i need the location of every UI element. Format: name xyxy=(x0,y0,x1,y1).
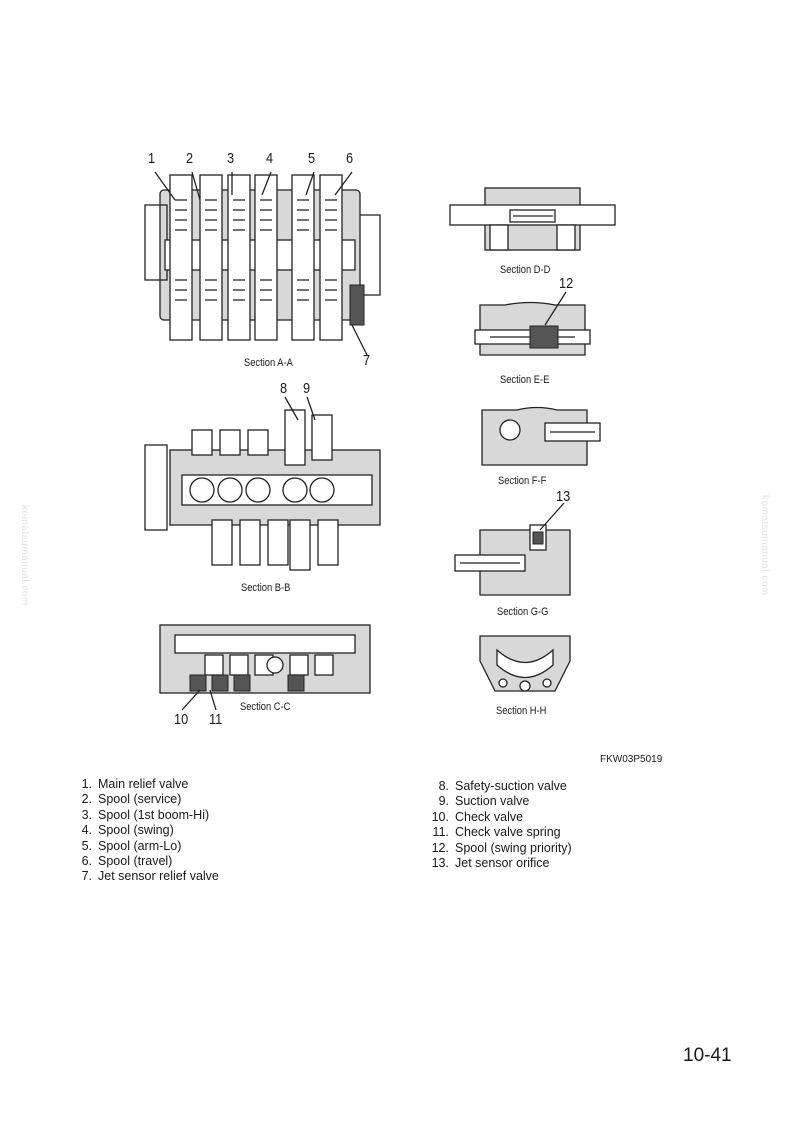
legend-item-4: 4.Spool (swing) xyxy=(81,823,174,838)
section-ee-drawing xyxy=(474,301,591,356)
callout-3: 3 xyxy=(227,150,235,167)
legend-item-5: 5.Spool (arm-Lo) xyxy=(81,838,182,853)
callout-4: 4 xyxy=(266,150,274,167)
legend-item-1: 1.Main relief valve xyxy=(81,777,189,791)
section-label-ff: Section F-F xyxy=(498,475,547,487)
legend-item-8: 8.Safety-suction valve xyxy=(438,779,567,793)
section-cc-drawing xyxy=(159,624,371,694)
legend-item-3: 3.Spool (1st boom-Hi) xyxy=(81,807,210,822)
legend-item-12: 12.Spool (swing priority) xyxy=(431,840,572,855)
leader-lines xyxy=(154,171,567,711)
legend-item-10: 10.Check valve xyxy=(431,809,524,824)
legend-item-9: 9.Suction valve xyxy=(438,794,530,809)
legend-item-2: 2.Spool (service) xyxy=(81,792,182,807)
callout-13: 13 xyxy=(556,488,571,505)
legend-item-6: 6.Spool (travel) xyxy=(81,854,173,869)
callout-5: 5 xyxy=(308,150,316,167)
legend-left: 1.Main relief valve 2.Spool (service) 3.… xyxy=(70,777,219,885)
section-label-dd: Section D-D xyxy=(500,264,551,276)
section-label-ee: Section E-E xyxy=(500,374,550,386)
section-label-cc: Section C-C xyxy=(240,701,291,713)
callout-1: 1 xyxy=(148,150,156,167)
callout-6: 6 xyxy=(346,150,354,167)
callout-11: 11 xyxy=(209,711,223,728)
callout-10: 10 xyxy=(174,711,189,728)
legend-item-11: 11.Check valve spring xyxy=(432,825,561,840)
legend-item-7: 7.Jet sensor relief valve xyxy=(81,869,219,884)
section-label-hh: Section H-H xyxy=(496,705,547,717)
section-aa-drawing xyxy=(144,174,381,341)
section-label-bb: Section B-B xyxy=(241,582,291,594)
section-ff-drawing xyxy=(481,406,601,466)
section-label-aa: Section A-A xyxy=(244,357,293,369)
section-dd-drawing xyxy=(449,187,616,251)
legend-item-13: 13.Jet sensor orifice xyxy=(431,856,550,871)
page-number: 10-41 xyxy=(683,1045,732,1066)
callout-2: 2 xyxy=(186,150,194,167)
callout-8: 8 xyxy=(280,380,288,397)
callout-7: 7 xyxy=(363,352,371,369)
callout-9: 9 xyxy=(303,380,311,397)
section-label-gg: Section G-G xyxy=(497,606,549,618)
legend-right: 8.Safety-suction valve 9.Suction valve 1… xyxy=(427,779,572,871)
callout-12: 12 xyxy=(559,275,574,292)
section-bb-drawing xyxy=(144,409,381,571)
figure-code: FKW03P5019 xyxy=(600,754,663,765)
section-hh-drawing xyxy=(479,635,571,692)
